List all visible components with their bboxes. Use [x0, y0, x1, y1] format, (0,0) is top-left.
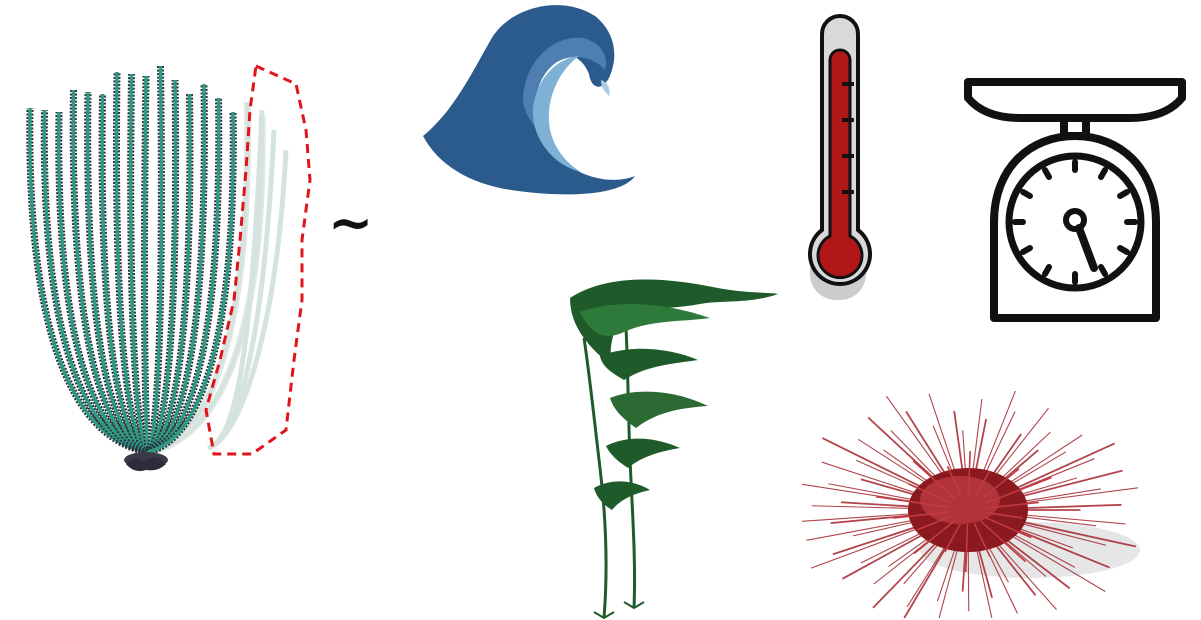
dial-tick [1120, 192, 1127, 196]
dial-tick [1023, 192, 1030, 196]
scale-dial-ticks [1015, 162, 1135, 282]
kelp-svg [550, 268, 790, 620]
seaweed-fronds [30, 66, 233, 452]
thermometer-icon [800, 14, 880, 314]
seaweed-svg [8, 40, 328, 480]
seaweed-holdfast [124, 452, 168, 471]
dial-tick [1045, 267, 1049, 274]
kelp-icon [550, 268, 790, 620]
dial-tick [1045, 170, 1049, 177]
dial-tick [1101, 267, 1105, 274]
thermometer-svg [800, 14, 880, 314]
urchin-svg [800, 352, 1140, 620]
weighing-scale-icon [960, 72, 1190, 332]
wave-icon [415, 0, 645, 200]
scale-svg [960, 72, 1190, 332]
dial-tick [1101, 170, 1105, 177]
sea-urchin-icon [800, 352, 1140, 620]
seaweed-illustration [8, 40, 328, 480]
frond [148, 66, 161, 452]
relation-symbol: ~ [328, 196, 373, 250]
dial-tick [1023, 248, 1030, 252]
dial-tick [1120, 248, 1127, 252]
wave-svg [415, 0, 645, 200]
